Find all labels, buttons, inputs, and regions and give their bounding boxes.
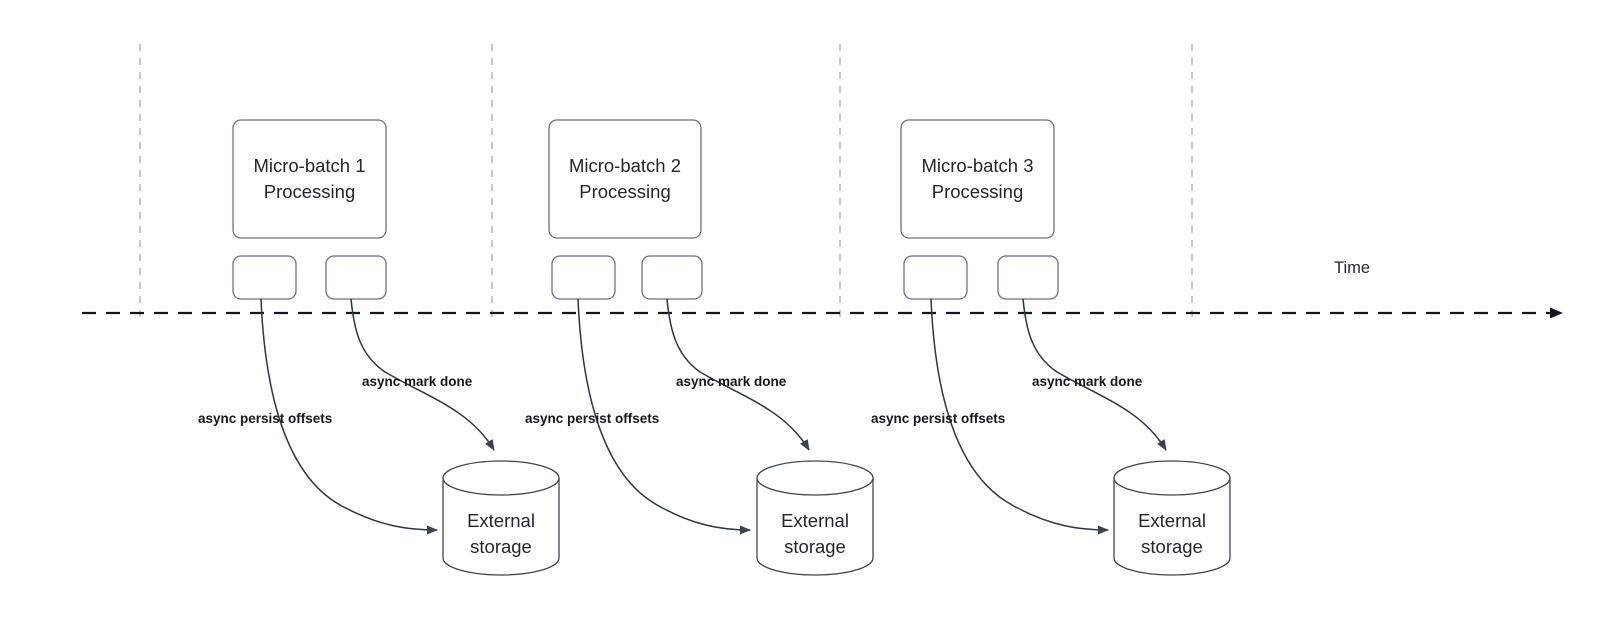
- task-box-mark-2[interactable]: [641, 255, 703, 300]
- task-box-mark-3[interactable]: [997, 255, 1059, 300]
- edge-label-async-persist-offsets-1: async persist offsets: [198, 411, 332, 426]
- task-box-persist-3[interactable]: [903, 255, 968, 300]
- external-storage-2-line1: External: [781, 510, 849, 531]
- edge-async-mark-done-3: [1022, 298, 1167, 451]
- edge-async-persist-offsets-3: [930, 298, 1109, 535]
- edge-label-async-mark-done-1: async mark done: [362, 374, 473, 389]
- microbatch-box-1[interactable]: [232, 119, 387, 239]
- microbatch-box-3-line2: Processing: [932, 181, 1024, 202]
- external-storage-1-line1: External: [467, 510, 535, 531]
- microbatch-box-1-line2: Processing: [264, 181, 356, 202]
- time-axis: Time: [82, 259, 1563, 319]
- edge-label-async-persist-offsets-3: async persist offsets: [871, 411, 1005, 426]
- edge-async-mark-done-1: [350, 298, 495, 451]
- external-storage-1[interactable]: [442, 460, 560, 576]
- group-3: Micro-batch 3 Processing async persist o…: [871, 119, 1231, 576]
- microbatch-box-1-line1: Micro-batch 1: [253, 155, 365, 176]
- microbatch-box-2-line2: Processing: [579, 181, 671, 202]
- external-storage-2-line2: storage: [784, 536, 846, 557]
- microbatch-box-2-line1: Micro-batch 2: [569, 155, 681, 176]
- group-2: Micro-batch 2 Processing async persist o…: [525, 119, 874, 576]
- group-1: Micro-batch 1 Processing async persist o…: [198, 119, 560, 576]
- edge-label-async-mark-done-2: async mark done: [676, 374, 787, 389]
- edge-label-async-persist-offsets-2: async persist offsets: [525, 411, 659, 426]
- edge-label-async-mark-done-3: async mark done: [1032, 374, 1143, 389]
- task-box-mark-1[interactable]: [325, 255, 387, 300]
- time-axis-label: Time: [1334, 259, 1370, 277]
- task-box-persist-2[interactable]: [551, 255, 616, 300]
- external-storage-3-line1: External: [1138, 510, 1206, 531]
- edge-async-persist-offsets-2: [577, 298, 751, 535]
- edge-async-persist-offsets-1: [260, 298, 438, 535]
- task-box-persist-1[interactable]: [232, 255, 297, 300]
- external-storage-2[interactable]: [756, 460, 874, 576]
- external-storage-3[interactable]: [1113, 460, 1231, 576]
- microbatch-box-3-line1: Micro-batch 3: [921, 155, 1033, 176]
- external-storage-3-line2: storage: [1141, 536, 1203, 557]
- external-storage-1-line2: storage: [470, 536, 532, 557]
- separator-group: [139, 44, 1193, 318]
- microbatch-box-2[interactable]: [548, 119, 702, 239]
- edge-async-mark-done-2: [666, 298, 810, 451]
- microbatch-box-3[interactable]: [900, 119, 1055, 239]
